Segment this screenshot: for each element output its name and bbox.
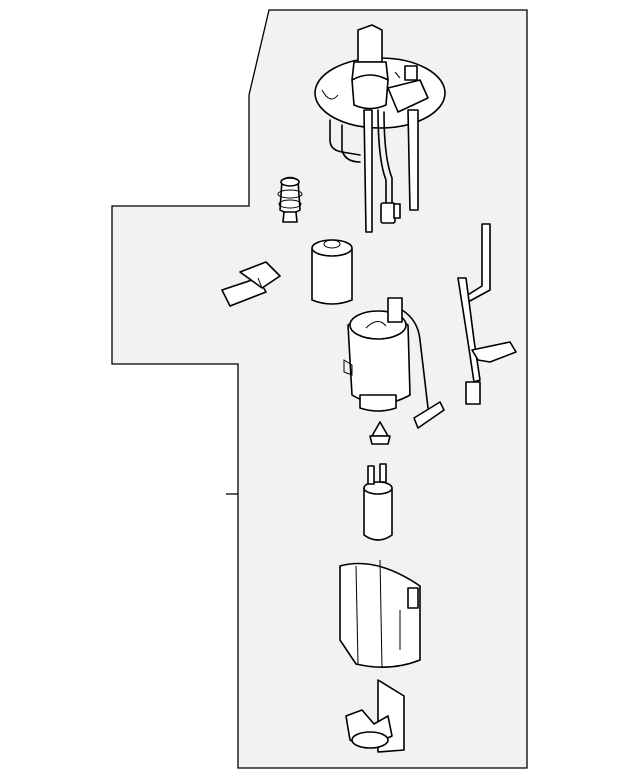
wiring-harness-upper	[377, 109, 401, 224]
grommet-cushion	[277, 176, 303, 223]
sender-flange-top-cap	[314, 24, 446, 233]
fuel-filter-canister	[311, 239, 353, 305]
fuel-pump-module	[343, 297, 411, 412]
sender-arm-right	[457, 223, 517, 405]
fuel-level-sender-wire	[401, 309, 445, 429]
fuel-pump-motor	[363, 463, 393, 541]
bottom-bracket-strainer	[345, 679, 405, 753]
fuel-strainer-cap	[369, 421, 391, 445]
fuel-reservoir-cup	[339, 559, 421, 669]
diagram-panel	[111, 9, 528, 769]
connector-clip	[221, 261, 281, 307]
